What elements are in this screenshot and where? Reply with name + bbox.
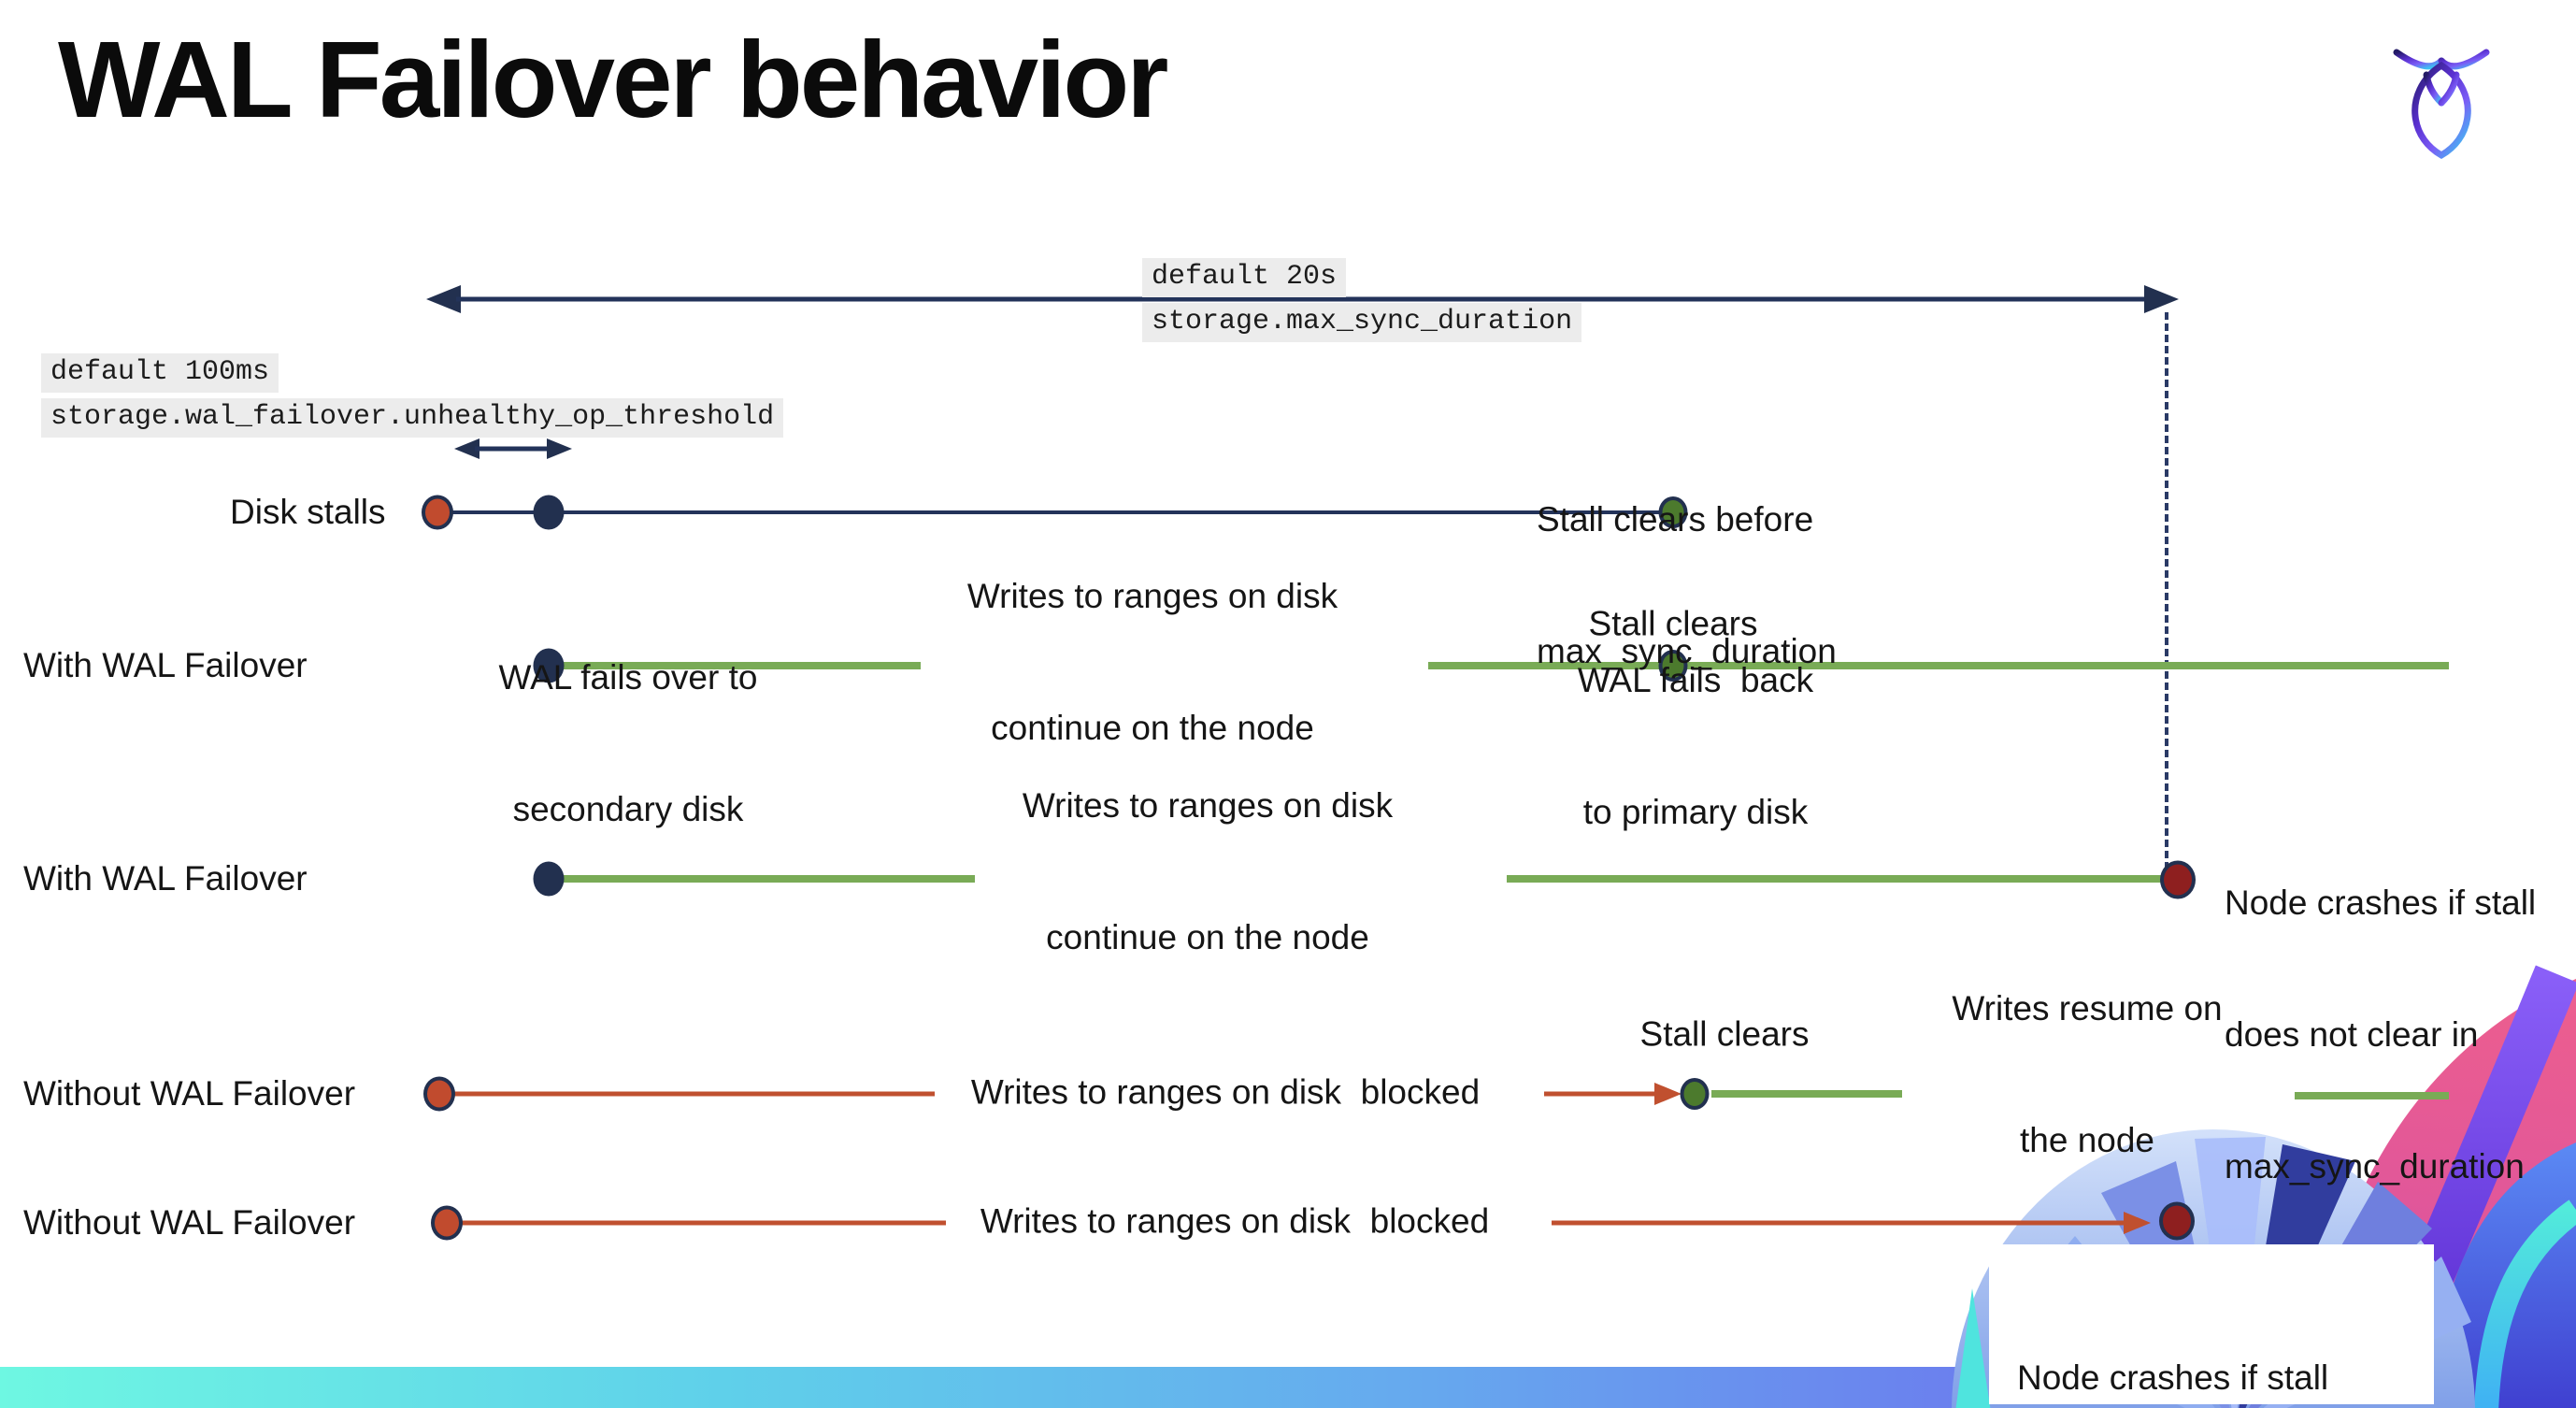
row-label-with-wal-failover-1: With WAL Failover — [23, 646, 308, 684]
row-label-without-wal-failover-1: Without WAL Failover — [23, 1074, 356, 1113]
max-sync-arrow-right-icon — [2144, 285, 2179, 313]
row-label-disk-stalls: Disk stalls — [230, 493, 386, 531]
annotation-node-crashes-2: Node crashes if stall does not clear in … — [2017, 1358, 2329, 1397]
threshold-arrow-left-icon — [454, 438, 479, 459]
stall-clears-dot — [1680, 1078, 1710, 1110]
unhealthy-op-default-value: default 100ms — [41, 353, 279, 393]
annotation-writes-continue-1: Writes to ranges on disk continue on the… — [966, 577, 1338, 747]
blocked-writes-arrow-icon — [2124, 1212, 2151, 1234]
annotation-node-crashes-1: Node crashes if stall does not clear in … — [2225, 884, 2537, 1185]
blocked-writes-line — [460, 1220, 946, 1226]
healthy-writes-line — [1507, 875, 2161, 883]
node-crash-dot — [2160, 860, 2196, 899]
timeline-navy-line — [437, 510, 1673, 514]
annotation-stall-clears-2: Stall clears — [1639, 1014, 1810, 1054]
annotation-writes-resume: Writes resume on the node — [1952, 989, 2223, 1159]
annotation-writes-blocked-2: Writes to ranges on disk blocked — [980, 1201, 1490, 1241]
failover-trigger-dot — [533, 648, 565, 683]
max-sync-default-value: default 20s — [1142, 258, 1347, 297]
annotation-stall-clears-1: Stall clears — [1588, 604, 1758, 643]
unhealthy-op-setting-name: storage.wal_failover.unhealthy_op_thresh… — [41, 398, 784, 438]
blocked-writes-line — [453, 1091, 935, 1097]
annotation-writes-continue-2: Writes to ranges on disk continue on the… — [1022, 786, 1394, 956]
cockroachdb-logo-icon — [2393, 49, 2490, 160]
annotation-writes-blocked-1: Writes to ranges on disk blocked — [970, 1072, 1481, 1112]
threshold-arrow-right-icon — [547, 438, 572, 459]
disk-stall-start-dot — [423, 1076, 455, 1112]
healthy-writes-line — [561, 662, 921, 669]
max-sync-setting-label: default 20s storage.max_sync_duration — [1142, 258, 1582, 342]
blocked-writes-line — [1544, 1091, 1662, 1097]
stall-clears-dot — [1658, 650, 1688, 682]
page-title: WAL Failover behavior — [58, 19, 1168, 140]
annotation-wal-fails-back: WAL fails back to primary disk — [1577, 661, 1814, 831]
failover-trigger-dot — [533, 861, 565, 897]
max-sync-deadline-dashed-line — [2165, 312, 2168, 869]
failover-threshold-dot — [533, 495, 565, 530]
disk-stall-start-dot — [431, 1205, 463, 1241]
row-label-with-wal-failover-2: With WAL Failover — [23, 859, 308, 898]
resumed-writes-line — [2295, 1092, 2449, 1099]
healthy-writes-line — [1428, 662, 2449, 669]
annotation-wal-fails-over: WAL fails over to secondary disk — [498, 658, 758, 828]
max-sync-arrow-left-icon — [426, 285, 461, 313]
node-crash-dot — [2159, 1201, 2195, 1241]
blocked-writes-arrow-icon — [1654, 1083, 1682, 1105]
max-sync-arrow-line — [456, 296, 2146, 302]
healthy-writes-line — [561, 875, 975, 883]
resumed-writes-line — [1711, 1090, 1902, 1098]
annotation-stall-clears-before: Stall clears before max_sync_duration — [1537, 500, 1837, 670]
node-crash-note-box — [1989, 1244, 2434, 1404]
max-sync-setting-name: storage.max_sync_duration — [1142, 303, 1582, 342]
threshold-arrow-line — [475, 446, 551, 452]
row-label-without-wal-failover-2: Without WAL Failover — [23, 1203, 356, 1242]
stall-clears-dot — [1658, 496, 1688, 528]
blocked-writes-line — [1552, 1220, 2126, 1226]
disk-stall-start-dot — [422, 495, 453, 530]
unhealthy-op-setting-label: default 100ms storage.wal_failover.unhea… — [41, 353, 784, 438]
